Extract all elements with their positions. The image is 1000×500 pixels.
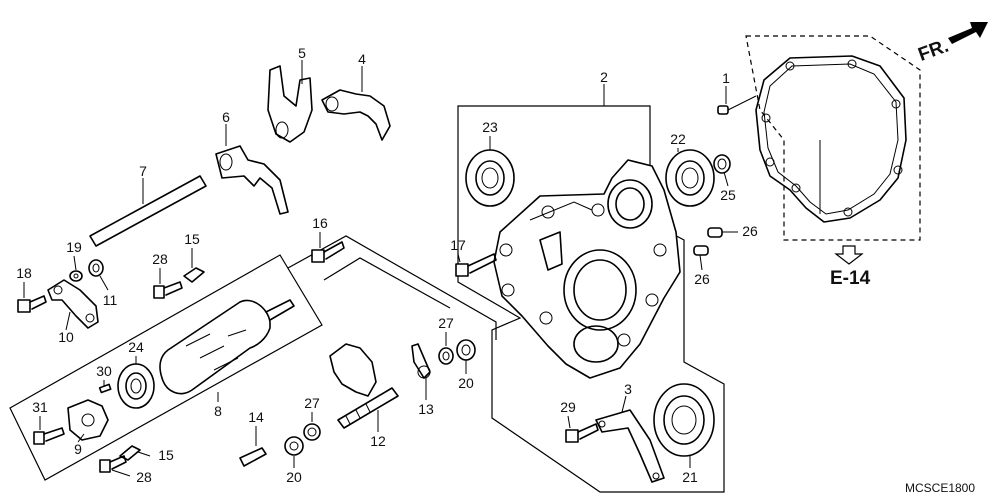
callout-19: 19 bbox=[66, 239, 82, 255]
callout-10: 10 bbox=[58, 329, 74, 345]
bearing-21 bbox=[653, 383, 715, 468]
callout-21: 21 bbox=[682, 469, 698, 485]
plate-15-lower bbox=[119, 445, 141, 461]
callout-23: 23 bbox=[482, 119, 498, 135]
dowel-14 bbox=[239, 426, 267, 467]
front-direction-label: FR. bbox=[916, 36, 952, 66]
callout-8: 8 bbox=[214, 403, 222, 419]
cover-gasket bbox=[755, 55, 907, 223]
rear-cover bbox=[493, 159, 681, 379]
callout-17: 17 bbox=[450, 237, 466, 253]
callout-20a: 20 bbox=[458, 375, 474, 391]
callout-28b: 28 bbox=[136, 469, 152, 485]
bolt-29 bbox=[565, 423, 599, 443]
callout-27a: 27 bbox=[438, 315, 454, 331]
callout-15a: 15 bbox=[184, 231, 200, 247]
callout-14: 14 bbox=[248, 409, 264, 425]
plate-15-upper bbox=[183, 267, 205, 283]
gearshift-spindle-12 bbox=[329, 343, 399, 432]
diagram-code: MCSCE1800 bbox=[905, 481, 975, 495]
shift-fork-5 bbox=[267, 60, 313, 143]
bolt-28-upper bbox=[153, 281, 183, 299]
dowel-pins-26 bbox=[693, 227, 738, 271]
callout-1: 1 bbox=[722, 70, 730, 86]
washer-27-upper bbox=[438, 347, 454, 365]
shift-fork-4 bbox=[321, 66, 391, 141]
drum-center-9 bbox=[67, 399, 109, 441]
gasket-reference-frame bbox=[745, 35, 921, 241]
bearing-24 bbox=[117, 363, 155, 409]
callout-2: 2 bbox=[600, 69, 608, 85]
bolt-17 bbox=[455, 253, 497, 277]
callout-24: 24 bbox=[128, 339, 144, 355]
oil-seal-20-lower bbox=[284, 436, 304, 456]
bolt-16 bbox=[311, 232, 345, 263]
oil-seal-20-upper bbox=[456, 339, 476, 361]
reference-arrow: E-14 bbox=[830, 245, 871, 289]
callout-31: 31 bbox=[32, 399, 48, 415]
callout-12: 12 bbox=[370, 433, 386, 449]
callout-5: 5 bbox=[298, 45, 306, 61]
callout-26b: 26 bbox=[694, 271, 710, 287]
dowel-pin-1 bbox=[717, 86, 757, 115]
shift-drum-8 bbox=[159, 299, 295, 402]
stopper-arm-10 bbox=[47, 279, 99, 329]
shift-drum-group-frame bbox=[9, 254, 323, 481]
callout-16: 16 bbox=[312, 215, 328, 231]
oil-seal-25 bbox=[713, 154, 731, 174]
callout-30: 30 bbox=[96, 363, 112, 379]
bolt-18 bbox=[17, 295, 47, 313]
bearing-22 bbox=[665, 148, 715, 207]
spring-11 bbox=[88, 259, 109, 291]
return-spring-13 bbox=[411, 343, 431, 400]
shift-shaft-group-frame-inner bbox=[323, 257, 451, 309]
callout-9: 9 bbox=[74, 441, 82, 457]
callout-leaders bbox=[23, 136, 729, 477]
callout-7: 7 bbox=[139, 163, 147, 179]
callout-18: 18 bbox=[16, 265, 32, 281]
callout-27b: 27 bbox=[304, 395, 320, 411]
callout-4: 4 bbox=[358, 51, 366, 67]
callout-6: 6 bbox=[222, 109, 230, 125]
washer-19 bbox=[69, 270, 83, 282]
shift-fork-6 bbox=[215, 124, 289, 215]
front-direction-arrow: FR. bbox=[916, 22, 988, 66]
dowel-pin-30 bbox=[98, 383, 112, 394]
callout-11: 11 bbox=[103, 292, 118, 308]
callout-13: 13 bbox=[418, 401, 434, 417]
callout-29: 29 bbox=[560, 399, 576, 415]
shift-fork-shaft-7 bbox=[89, 175, 207, 247]
callout-numbers: 1 2 3 4 5 6 7 8 9 10 11 12 13 14 15 15 1… bbox=[16, 45, 758, 485]
callout-3: 3 bbox=[624, 381, 632, 397]
callout-20b: 20 bbox=[286, 469, 302, 485]
callout-25: 25 bbox=[720, 187, 736, 203]
washer-27-lower bbox=[303, 423, 321, 441]
callout-22: 22 bbox=[670, 131, 686, 147]
callout-28a: 28 bbox=[152, 251, 168, 267]
callout-15b: 15 bbox=[158, 447, 174, 463]
callout-26a: 26 bbox=[742, 223, 758, 239]
oil-guide-plate-3 bbox=[595, 395, 665, 483]
reference-label: E-14 bbox=[830, 268, 871, 289]
bearing-23 bbox=[465, 136, 515, 207]
bolt-28-lower bbox=[99, 455, 127, 473]
bolt-31 bbox=[33, 427, 65, 445]
